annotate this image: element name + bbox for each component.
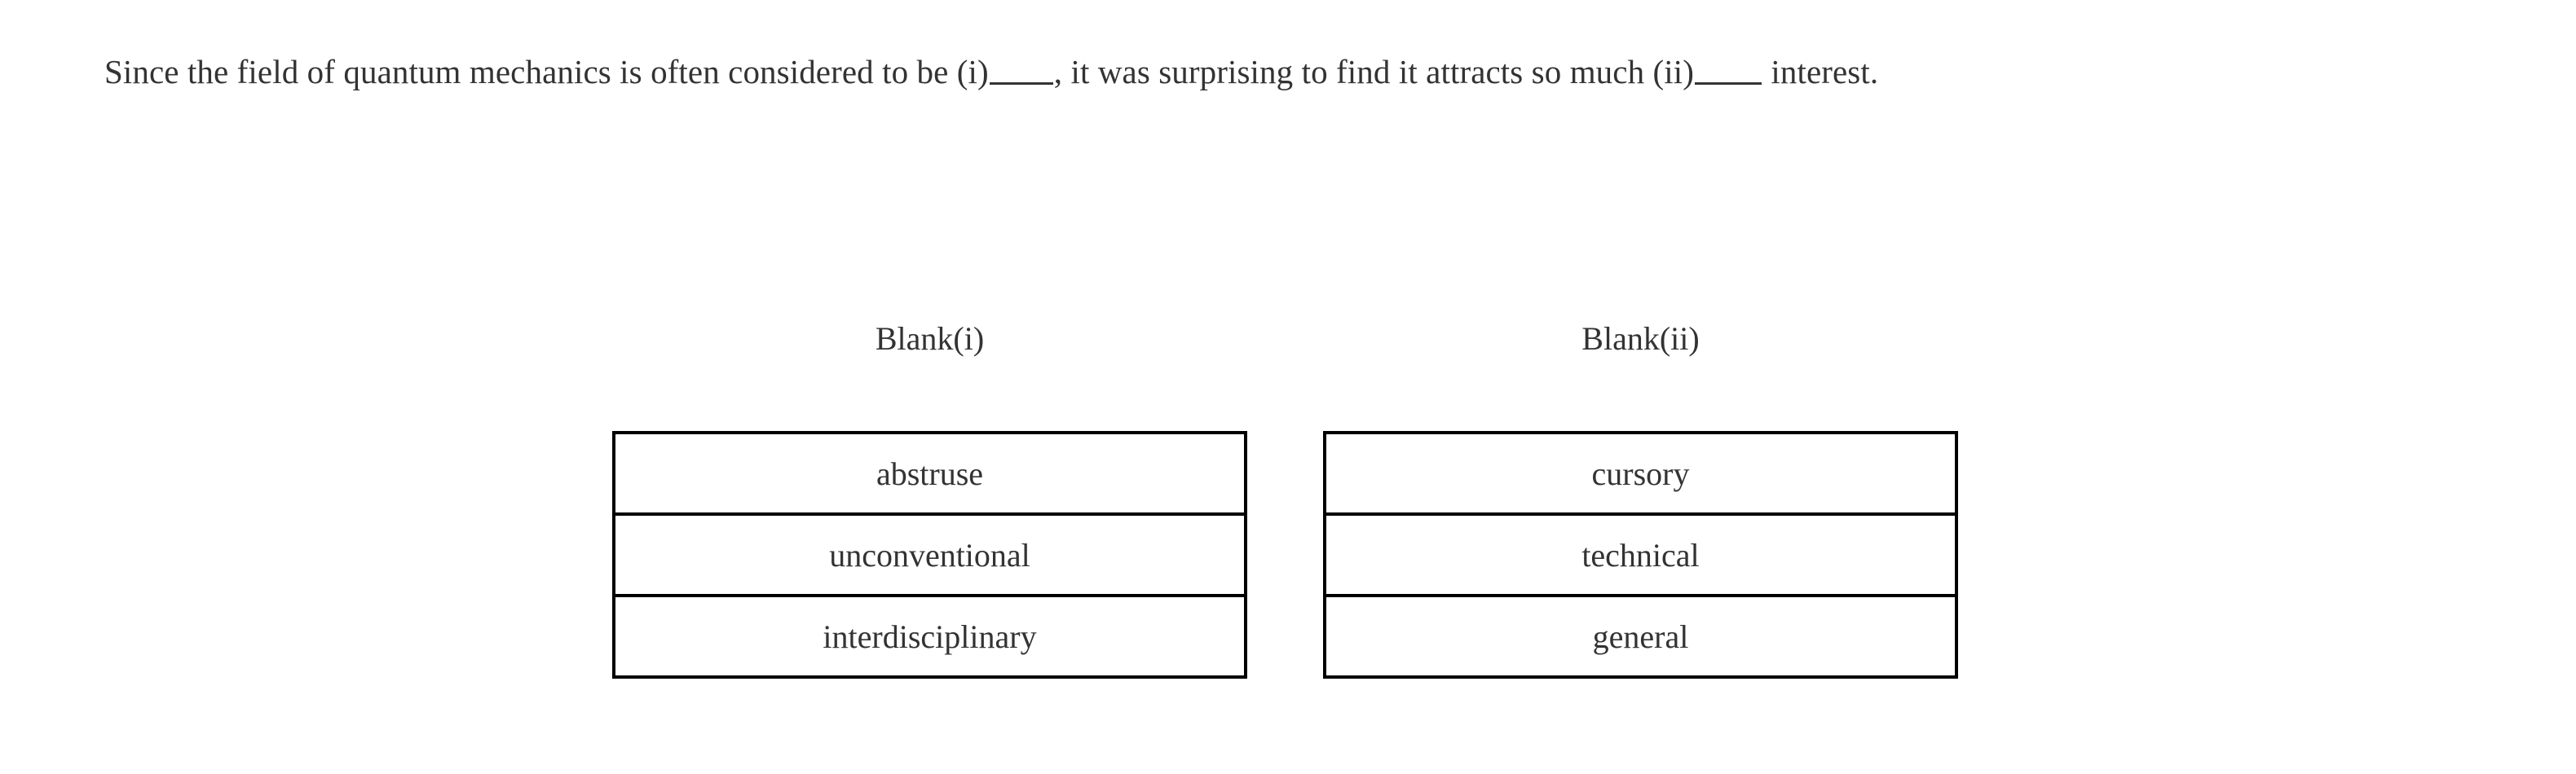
blank-ii-choice-table: cursory technical general xyxy=(1323,431,1958,679)
prompt-segment-3: interest. xyxy=(1762,53,1879,90)
table-row: abstruse xyxy=(614,433,1246,514)
table-row: interdisciplinary xyxy=(614,594,1246,677)
prompt-blank-ii xyxy=(1695,54,1762,85)
blank-i-heading: Blank(i) xyxy=(875,320,985,357)
blank-i-option-1[interactable]: abstruse xyxy=(614,433,1246,514)
blank-group-ii: Blank(ii) cursory technical general xyxy=(1323,318,1958,679)
question-prompt: Since the field of quantum mechanics is … xyxy=(104,51,2517,93)
blank-i-option-2[interactable]: unconventional xyxy=(614,512,1246,596)
blank-ii-heading: Blank(ii) xyxy=(1581,320,1700,357)
blank-i-option-3[interactable]: interdisciplinary xyxy=(614,594,1246,677)
prompt-segment-2: , it was surprising to find it attracts … xyxy=(1053,53,1695,90)
blank-ii-option-3[interactable]: general xyxy=(1325,594,1956,677)
blank-group-i: Blank(i) abstruse unconventional interdi… xyxy=(612,318,1247,679)
blank-i-choice-table: abstruse unconventional interdisciplinar… xyxy=(612,431,1247,679)
blank-ii-option-2[interactable]: technical xyxy=(1325,512,1956,596)
table-row: unconventional xyxy=(614,512,1246,596)
table-row: cursory xyxy=(1325,433,1956,514)
table-row: technical xyxy=(1325,512,1956,596)
blank-ii-option-1[interactable]: cursory xyxy=(1325,433,1956,514)
table-row: general xyxy=(1325,594,1956,677)
prompt-blank-i xyxy=(989,54,1053,85)
prompt-segment-1: Since the field of quantum mechanics is … xyxy=(104,53,989,90)
